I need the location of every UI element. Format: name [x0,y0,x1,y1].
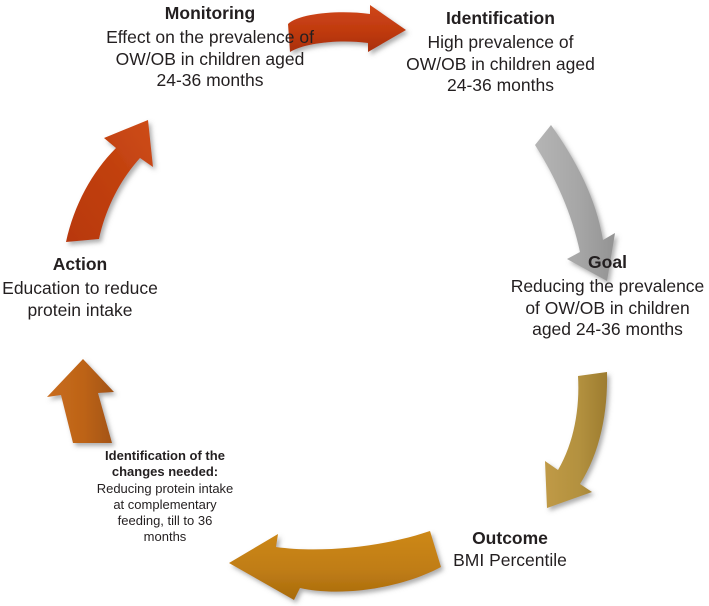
node-goal-body: Reducing the prevalence of OW/OB in chil… [510,276,705,340]
node-outcome-title: Outcome [472,528,548,548]
node-goal: Goal Reducing the prevalence of OW/OB in… [505,252,709,340]
node-identification-title: Identification [446,8,555,28]
node-outcome: Outcome BMI Percentile [405,528,615,572]
node-monitoring: Monitoring Effect on the prevalence of O… [105,3,315,91]
node-action-title: Action [52,254,108,274]
node-monitoring-title: Monitoring [164,3,256,23]
node-monitoring-body: Effect on the prevalence of OW/OB in chi… [106,27,314,91]
node-action-body: Education to reduce protein intake [2,278,158,320]
arrow-changes-to-action [47,359,114,443]
node-identification-body: High prevalence of OW/OB in children age… [406,32,595,96]
node-changes-needed-body: Reducing protein intake at complementary… [96,480,234,545]
node-identification: Identification High prevalence of OW/OB … [398,8,603,96]
node-changes-needed-title: Identification of the changes needed: [105,448,225,480]
arrow-action-to-monitoring [66,120,153,242]
arrow-goal-to-outcome [545,372,608,508]
node-goal-title: Goal [588,252,627,272]
node-action: Action Education to reduce protein intak… [0,254,160,321]
node-changes-needed: Identification of the changes needed: Re… [95,448,235,546]
node-outcome-body: BMI Percentile [453,550,567,571]
